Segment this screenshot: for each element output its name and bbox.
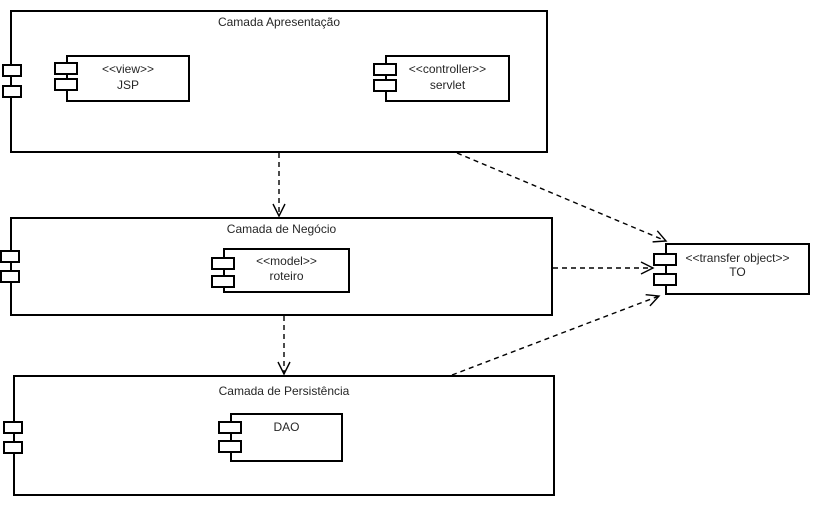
- component-servlet-stereotype: <<controller>>: [408, 62, 487, 76]
- layer-business: Camada de Negócio: [0, 217, 553, 316]
- component-to-stereotype: <<transfer object>>: [685, 251, 790, 265]
- component-tab-icon: [3, 441, 23, 454]
- component-tab-icon: [2, 64, 22, 77]
- layer-presentation-title: Camada Apresentação: [217, 15, 341, 29]
- component-jsp-name: JSP: [116, 78, 139, 92]
- component-tab-icon: [211, 275, 235, 288]
- component-tab-icon: [653, 253, 677, 266]
- layer-business-title: Camada de Negócio: [226, 222, 337, 236]
- component-dao: DAO: [218, 413, 343, 462]
- component-tab-icon: [54, 78, 78, 91]
- component-tab-icon: [373, 79, 397, 92]
- component-tab-icon: [653, 273, 677, 286]
- component-tab-icon: [218, 421, 242, 434]
- component-servlet-name: servlet: [429, 78, 466, 92]
- component-tab-icon: [3, 421, 23, 434]
- component-tab-icon: [0, 250, 20, 263]
- component-tab-icon: [218, 440, 242, 453]
- component-jsp: <<view>> JSP: [54, 55, 190, 102]
- component-dao-name: DAO: [273, 420, 300, 434]
- component-tab-icon: [54, 62, 78, 75]
- component-jsp-stereotype: <<view>>: [101, 62, 155, 76]
- component-tab-icon: [373, 63, 397, 76]
- component-to-name: TO: [729, 265, 746, 279]
- component-roteiro-name: roteiro: [269, 269, 304, 283]
- component-servlet: <<controller>> servlet: [373, 55, 510, 102]
- component-tab-icon: [2, 85, 22, 98]
- component-roteiro-stereotype: <<model>>: [256, 254, 317, 268]
- component-tab-icon: [0, 270, 20, 283]
- component-to: <<transfer object>> TO: [653, 243, 810, 295]
- component-roteiro: <<model>> roteiro: [211, 248, 350, 293]
- component-tab-icon: [211, 257, 235, 270]
- layer-persistence-title: Camada de Persistência: [218, 384, 350, 398]
